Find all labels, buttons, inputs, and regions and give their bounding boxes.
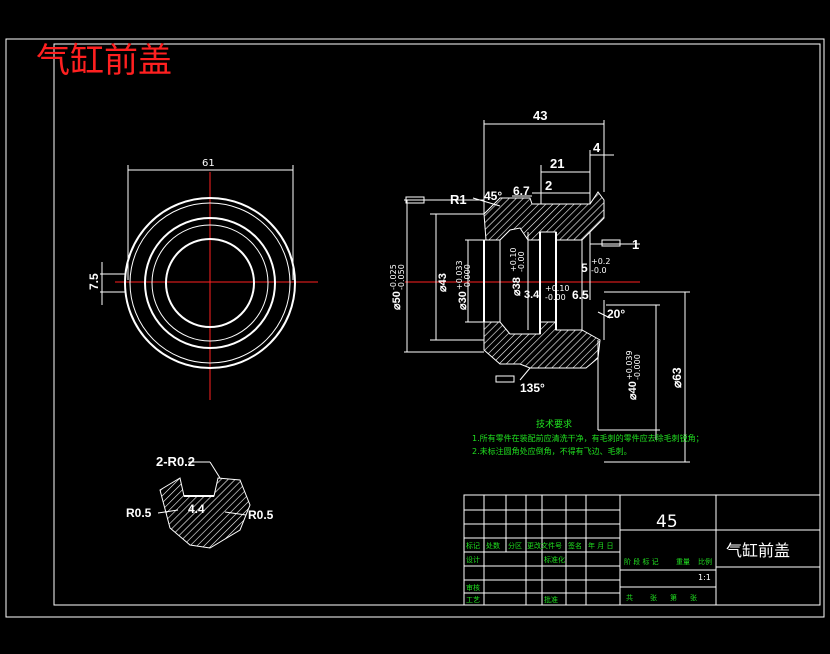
dim-38-tol-lower: -0.00 — [517, 251, 526, 272]
roughness-symbol — [495, 375, 515, 383]
svg-text:审核: 审核 — [466, 583, 480, 592]
dim-1: 1 — [632, 237, 639, 252]
detail-view: 2-R0.2 R0.5 R0.5 4.4 — [126, 454, 274, 549]
dim-6-7: 6.7 — [513, 184, 530, 198]
dim-63-dia: ⌀63 — [670, 367, 684, 388]
roughness-symbol — [601, 239, 621, 247]
dim-50-tol-lower: -0.050 — [397, 264, 406, 290]
dim-43-dia: ⌀43 — [437, 273, 449, 292]
dim-30-tol-upper: +0.033 — [455, 260, 464, 290]
dim-40-tol-lower: -0.000 — [633, 354, 642, 380]
dim-45deg: 45° — [484, 189, 502, 203]
svg-text:分区: 分区 — [508, 541, 522, 550]
svg-text:张: 张 — [650, 593, 657, 602]
svg-text:阶 段 标 记: 阶 段 标 记 — [624, 557, 659, 566]
svg-text:年 月 日: 年 月 日 — [588, 541, 613, 550]
svg-text:标记: 标记 — [466, 541, 480, 550]
dim-5: 5 — [581, 261, 588, 275]
svg-text:批准: 批准 — [544, 595, 558, 604]
material-label: 45 — [656, 512, 678, 532]
dim-7-5: 7.5 — [87, 273, 101, 290]
svg-text:更改文件号: 更改文件号 — [527, 541, 562, 550]
part-name-label: 气缸前盖 — [726, 541, 790, 560]
dim-40-dia: ⌀40 — [627, 381, 639, 400]
inner-circle — [165, 238, 255, 328]
svg-text:工艺: 工艺 — [466, 596, 480, 604]
middle-circle — [144, 217, 276, 349]
dim-3-4-tol-upper: +0.10 — [545, 284, 570, 293]
lower-section-hatch — [483, 321, 601, 369]
inner-frame — [53, 43, 821, 606]
svg-text:重量: 重量 — [676, 558, 690, 566]
scale-label: 1:1 — [698, 573, 711, 582]
upper-section-hatch — [483, 191, 605, 241]
dim-2: 2 — [545, 178, 552, 193]
detail-2r: 2-R0.2 — [156, 454, 195, 469]
dim-40-tol-upper: +0.039 — [625, 350, 634, 380]
svg-text:共: 共 — [626, 593, 633, 602]
svg-text:签名: 签名 — [568, 541, 582, 550]
detail-width: 4.4 — [188, 502, 205, 516]
drawing-title: 气缸前盖 — [36, 41, 172, 81]
notes-line-1: 1.所有零件在装配前应清洗干净，有毛刺的零件应去除毛刺锐角； — [472, 433, 704, 443]
dim-21: 21 — [550, 156, 564, 171]
dim-50-dia: ⌀50 — [391, 291, 403, 310]
dim-5-tol-upper: +0.2 — [591, 257, 610, 266]
outer-frame — [5, 38, 825, 618]
detail-hatch — [159, 477, 251, 549]
svg-text:比例: 比例 — [698, 557, 712, 566]
front-view: 61 7.5 — [87, 158, 318, 400]
dim-5-tol-lower: -0.0 — [591, 266, 607, 275]
dim-38-tol-upper: +0.10 — [509, 247, 518, 272]
dim-4: 4 — [593, 140, 601, 155]
roughness-symbol — [405, 196, 425, 204]
detail-r-right: R0.5 — [248, 508, 274, 522]
dim-135deg: 135° — [520, 381, 545, 395]
svg-text:处数: 处数 — [486, 541, 500, 550]
dim-61: 61 — [202, 158, 215, 169]
detail-r-left: R0.5 — [126, 506, 152, 520]
svg-text:张: 张 — [690, 593, 697, 602]
dim-50-tol-upper: -0.025 — [389, 264, 398, 290]
outer-circle — [124, 197, 296, 369]
svg-text:标准化: 标准化 — [544, 555, 565, 564]
dim-6-5: 6.5 — [572, 288, 589, 302]
dim-3-4-tol-lower: -0.00 — [545, 293, 566, 302]
outer-chamfer-circle — [129, 202, 291, 364]
dim-20deg: 20° — [607, 307, 625, 321]
bore-circle — [151, 224, 269, 342]
dim-30-tol-lower: -0.000 — [463, 264, 472, 290]
dim-43: 43 — [533, 108, 547, 123]
technical-notes: 技术要求 1.所有零件在装配前应清洗干净，有毛刺的零件应去除毛刺锐角； 2.未标… — [472, 418, 704, 456]
title-block: 45 气缸前盖 1:1 标记 处数 分区 更改文件号 签名 年 月 日 设计 标… — [463, 494, 821, 606]
dim-38-dia: ⌀38 — [511, 277, 523, 296]
notes-line-2: 2.未标注圆角处应倒角，不得有飞边、毛刺。 — [472, 446, 632, 456]
svg-text:第: 第 — [670, 593, 677, 602]
dim-3-4: 3.4 — [524, 289, 540, 301]
dim-r1: R1 — [450, 192, 467, 207]
section-view: 43 21 4 2 6.7 R1 45° 1 6.5 20° 135° ⌀50 … — [389, 108, 690, 463]
notes-heading: 技术要求 — [536, 418, 572, 430]
svg-text:设计: 设计 — [466, 555, 480, 564]
dim-30-dia: ⌀30 — [457, 291, 469, 310]
